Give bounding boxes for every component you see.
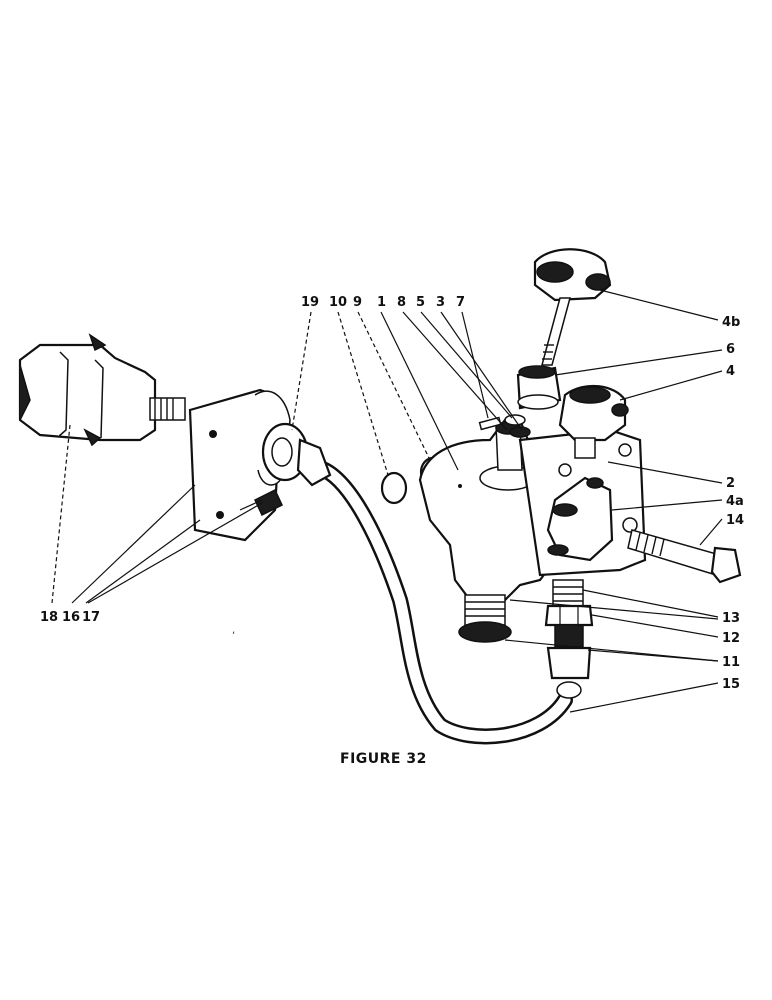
- label-9: 9: [353, 295, 362, 310]
- bolt-part-14: [627, 529, 742, 584]
- label-2: 2: [726, 476, 735, 491]
- label-18: 18: [40, 610, 58, 625]
- part-labels: 19 10 9 1 8 5 3 7 4b 6 4 2 4a 14 13 12 1…: [40, 295, 744, 692]
- figure-caption: FIGURE 32: [340, 751, 427, 767]
- handwheel-part-4b: [533, 248, 612, 366]
- label-12: 12: [722, 631, 740, 646]
- label-6: 6: [726, 342, 735, 357]
- label-4b: 4b: [722, 315, 740, 330]
- label-4: 4: [726, 364, 735, 379]
- label-15: 15: [722, 677, 740, 692]
- union-nut-part-19: [261, 422, 332, 487]
- label-14: 14: [726, 513, 744, 528]
- coupling-part-18: [18, 333, 186, 447]
- handwheel-part-4a: [546, 476, 614, 562]
- label-13: 13: [722, 611, 740, 626]
- stray-mark: ,: [232, 625, 235, 636]
- fitting-part-13-left: [458, 594, 512, 643]
- o-ring-part-10: [380, 471, 408, 505]
- nut-part-12: [544, 604, 594, 627]
- label-8: 8: [397, 295, 406, 310]
- label-1: 1: [377, 295, 386, 310]
- label-4a: 4a: [726, 494, 744, 509]
- gland-nut-part-6: [516, 365, 562, 410]
- label-17: 17: [82, 610, 100, 625]
- pin-part-7: [478, 416, 502, 431]
- label-5: 5: [416, 295, 425, 310]
- label-3: 3: [436, 295, 445, 310]
- leader-lines: [51, 289, 723, 713]
- label-10: 10: [329, 295, 347, 310]
- bolt-part-17: [239, 488, 283, 517]
- label-7: 7: [456, 295, 465, 310]
- pipe-part-15: [312, 460, 573, 745]
- union-part-11: [546, 624, 592, 699]
- label-11: 11: [722, 655, 740, 670]
- fitting-part-13-right: [552, 579, 584, 609]
- label-16: 16: [62, 610, 80, 625]
- handwheel-part-4: [558, 384, 629, 459]
- label-19: 19: [301, 295, 319, 310]
